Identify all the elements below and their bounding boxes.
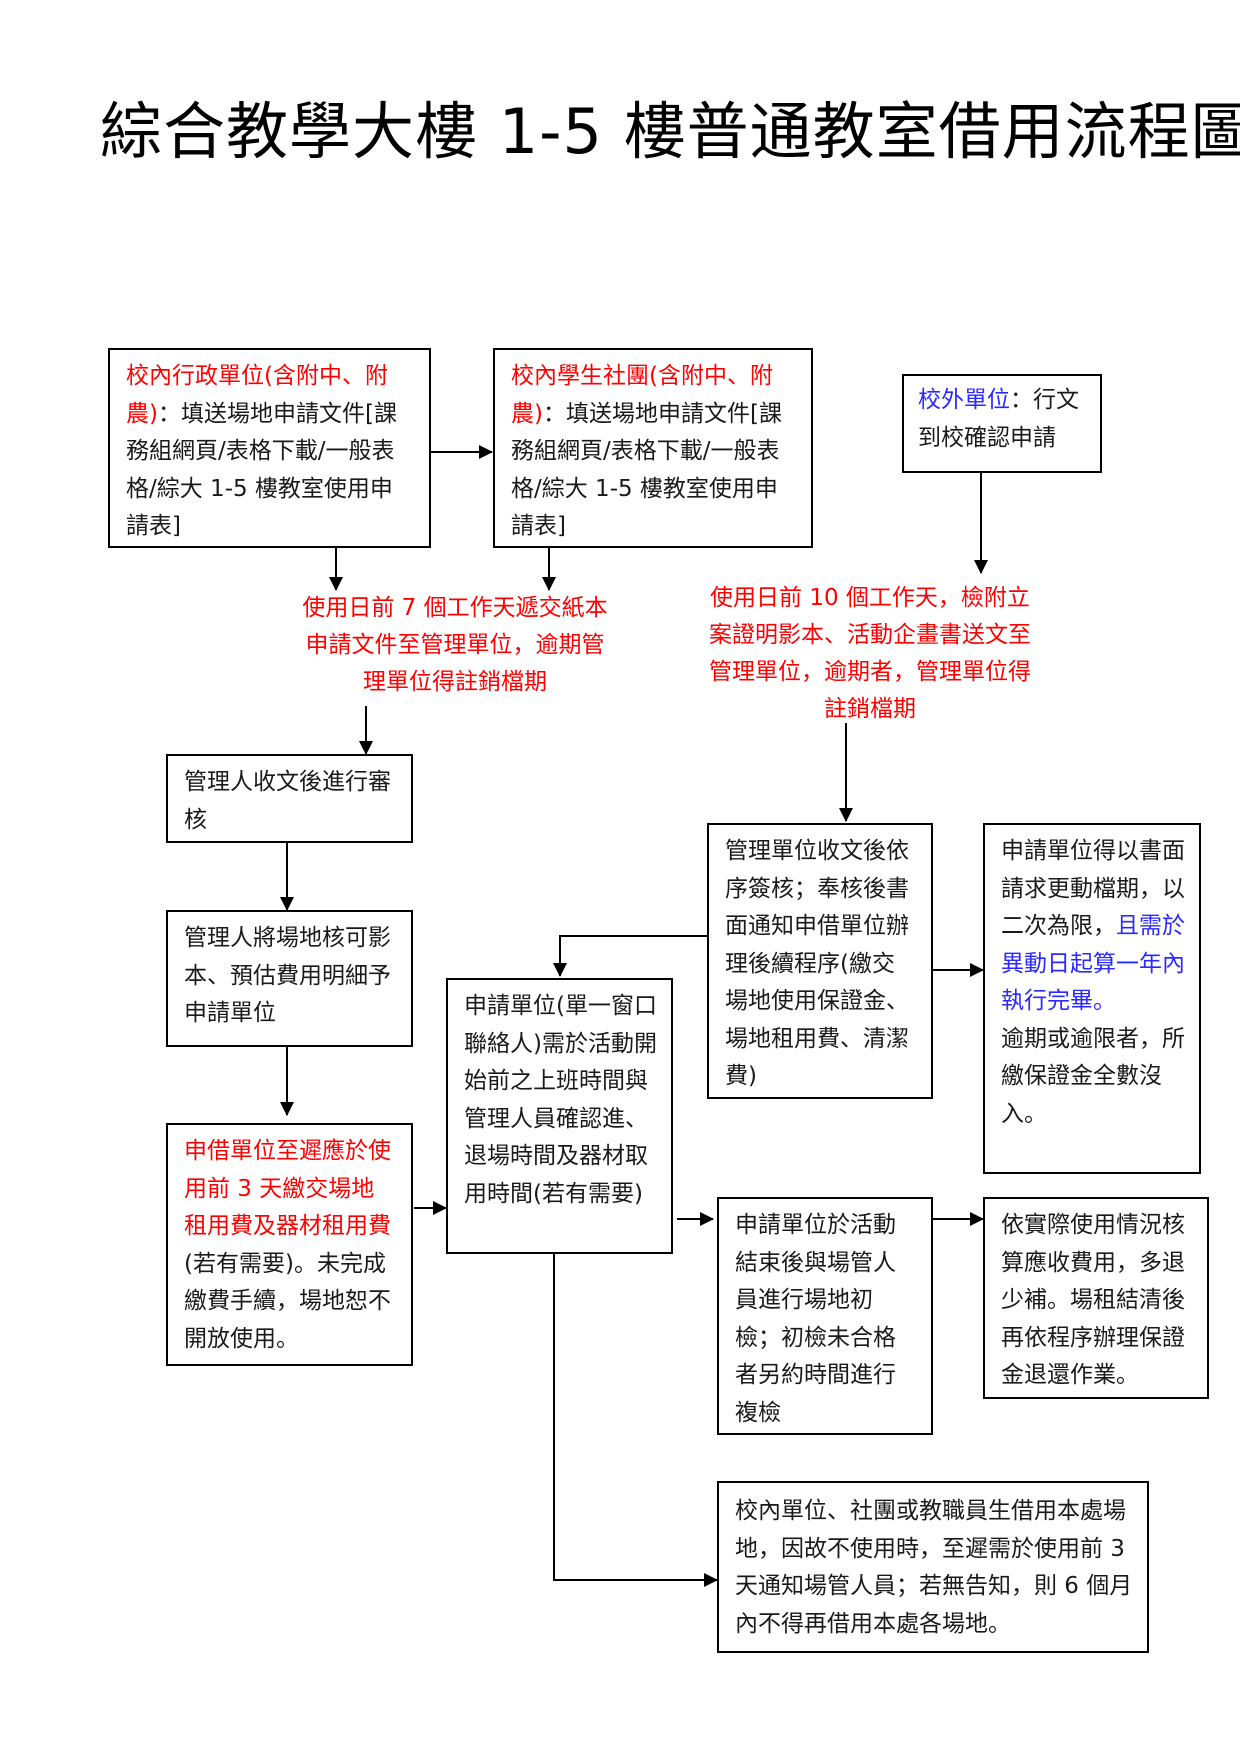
external-unit-text: ：行文到校確認申請 <box>918 387 1079 451</box>
cancellation-rule-text: 校內單位、社團或教職員生借用本處場地，因故不使用時，至遲需於使用前 3 天通知場… <box>735 1498 1133 1637</box>
payment-deadline-text: (若有需要)。未完成繳費手續，場地恕不開放使用。 <box>184 1250 391 1352</box>
manager-approval-copy-text: 管理人將場地核可影本、預估費用明細予申請單位 <box>184 925 391 1026</box>
arrow-processing-to-confirm <box>553 935 707 977</box>
confirm-times-text: 申請單位(單一窗口聯絡人)需於活動開始前之上班時間與管理人員確認進、退場時間及器… <box>464 993 657 1207</box>
arrow-confirm-to-cancellation <box>553 1254 718 1587</box>
external-unit-highlight: 校外單位 <box>918 387 1010 413</box>
reschedule-rule-after: 逾期或逾限者，所繳保證金全數沒入。 <box>1001 1025 1185 1127</box>
external-deadline-note: 使用日前 10 個工作天，檢附立案證明影本、活動企畫書送文至管理單位，逾期者，管… <box>709 585 1031 722</box>
page-title: 綜合教學大樓 1-5 樓普通教室借用流程圖 <box>100 95 1240 168</box>
node-management-processing: 管理單位收文後依序簽核；奉核後書面通知申借單位辦理後續程序(繳交場地使用保證金、… <box>707 823 933 1099</box>
node-post-event-inspection: 申請單位於活動結束後與場管人員進行場地初檢；初檢未合格者另約時間進行複檢 <box>717 1197 933 1435</box>
node-manager-approval-copy: 管理人將場地核可影本、預估費用明細予申請單位 <box>166 910 413 1047</box>
admin-unit-text: ：填送場地申請文件[課務組網頁/表格下載/一般表格/綜大 1-5 樓教室使用申請… <box>126 400 397 540</box>
node-reschedule-rule: 申請單位得以書面請求更動檔期，以二次為限，且需於異動日起算一年內執行完畢。逾期或… <box>983 823 1201 1174</box>
node-payment-deadline: 申借單位至遲應於使用前 3 天繳交場地租用費及器材租用費 (若有需要)。未完成繳費… <box>166 1123 413 1366</box>
management-processing-text: 管理單位收文後依序簽核；奉核後書面通知申借單位辦理後續程序(繳交場地使用保證金、… <box>725 838 909 1089</box>
internal-deadline-note: 使用日前 7 個工作天遞交紙本申請文件至管理單位，逾期管理單位得註銷檔期 <box>302 595 608 695</box>
node-cancellation-rule: 校內單位、社團或教職員生借用本處場地，因故不使用時，至遲需於使用前 3 天通知場… <box>717 1481 1149 1653</box>
post-event-inspection-text: 申請單位於活動結束後與場管人員進行場地初檢；初檢未合格者另約時間進行複檢 <box>735 1212 896 1426</box>
node-admin-unit: 校內行政單位(含附中、附農)：填送場地申請文件[課務組網頁/表格下載/一般表格/… <box>108 348 431 548</box>
node-student-club: 校內學生社團(含附中、附農)：填送場地申請文件[課務組網頁/表格下載/一般表格/… <box>493 348 813 548</box>
reschedule-rule-highlight: 且需於異動日起算一年內執行完畢。 <box>1001 913 1185 1014</box>
payment-deadline-highlight: 申借單位至遲應於使用前 3 天繳交場地租用費及器材租用費 <box>184 1138 391 1239</box>
node-external-unit: 校外單位：行文到校確認申請 <box>902 374 1102 473</box>
node-fee-settlement: 依實際使用情況核算應收費用，多退少補。場租結清後再依程序辦理保證金退還作業。 <box>983 1197 1209 1399</box>
node-confirm-times: 申請單位(單一窗口聯絡人)需於活動開始前之上班時間與管理人員確認進、退場時間及器… <box>446 978 673 1254</box>
reschedule-rule-before: 申請單位得以書面請求更動檔期，以二次為限， <box>1001 838 1185 939</box>
fee-settlement-text: 依實際使用情況核算應收費用，多退少補。場租結清後再依程序辦理保證金退還作業。 <box>1001 1212 1185 1388</box>
student-club-highlight: 校內學生社團(含附中、附農) <box>511 363 773 427</box>
admin-unit-highlight: 校內行政單位(含附中、附農) <box>126 363 388 427</box>
manager-review-text: 管理人收文後進行審核 <box>184 769 391 833</box>
node-manager-review: 管理人收文後進行審核 <box>166 754 413 843</box>
student-club-text: ：填送場地申請文件[課務組網頁/表格下載/一般表格/綜大 1-5 樓教室使用申請… <box>511 400 782 540</box>
